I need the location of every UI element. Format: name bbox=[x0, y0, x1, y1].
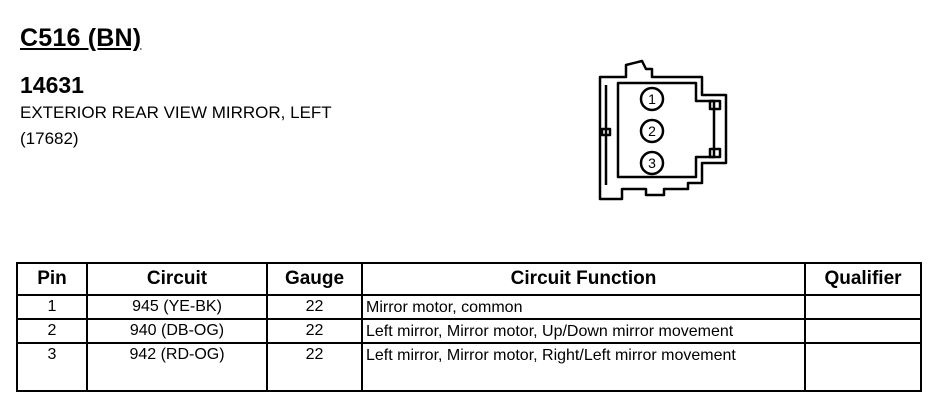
pin-cavity-3 bbox=[639, 150, 665, 176]
component-sub-number: (17682) bbox=[20, 129, 79, 148]
gauge-cell: 22 bbox=[266, 342, 363, 392]
column-header-gauge: Gauge bbox=[266, 262, 363, 296]
table-header-row: Pin Circuit Gauge Circuit Function Quali… bbox=[16, 262, 922, 296]
connector-id: C516 (BN) bbox=[20, 24, 142, 52]
pin-label-2: 2 bbox=[648, 123, 656, 139]
column-header-qualifier: Qualifier bbox=[804, 262, 922, 296]
connector-tab-left bbox=[600, 127, 612, 137]
connector-inner-cavity bbox=[616, 81, 716, 179]
function-cell: Mirror motor, common bbox=[361, 294, 806, 320]
part-number: 14631 bbox=[20, 72, 84, 98]
pin-cell: 1 bbox=[16, 294, 88, 320]
function-cell: Left mirror, Mirror motor, Right/Left mi… bbox=[361, 342, 806, 392]
component-description: EXTERIOR REAR VIEW MIRROR, LEFT bbox=[20, 103, 332, 122]
pin-cell: 2 bbox=[16, 318, 88, 344]
pin-label-3: 3 bbox=[648, 155, 656, 171]
table-row: 2 940 (DB-OG) 22 Left mirror, Mirror mot… bbox=[16, 318, 922, 344]
connector-latch-right bbox=[708, 99, 722, 111]
table-row: 3 942 (RD-OG) 22 Left mirror, Mirror mot… bbox=[16, 342, 922, 392]
pinout-table: Pin Circuit Gauge Circuit Function Quali… bbox=[16, 262, 922, 392]
qualifier-cell bbox=[804, 294, 922, 320]
connector-latch-right-lower bbox=[708, 147, 722, 159]
circuit-cell: 940 (DB-OG) bbox=[86, 318, 268, 344]
function-cell: Left mirror, Mirror motor, Up/Down mirro… bbox=[361, 318, 806, 344]
gauge-cell: 22 bbox=[266, 294, 363, 320]
column-header-circuit: Circuit bbox=[86, 262, 268, 296]
column-header-pin: Pin bbox=[16, 262, 88, 296]
qualifier-cell bbox=[804, 318, 922, 344]
pin-cavity-2 bbox=[639, 118, 665, 144]
connector-face-diagram: 1 2 3 bbox=[598, 59, 728, 201]
gauge-cell: 22 bbox=[266, 318, 363, 344]
table-row: 1 945 (YE-BK) 22 Mirror motor, common bbox=[16, 294, 922, 320]
circuit-cell: 942 (RD-OG) bbox=[86, 342, 268, 392]
qualifier-cell bbox=[804, 342, 922, 392]
pin-cell: 3 bbox=[16, 342, 88, 392]
pin-cavity-1 bbox=[639, 86, 665, 112]
circuit-cell: 945 (YE-BK) bbox=[86, 294, 268, 320]
column-header-circuit-function: Circuit Function bbox=[361, 262, 806, 296]
pin-label-1: 1 bbox=[648, 91, 656, 107]
connector-housing-outline bbox=[598, 59, 728, 201]
